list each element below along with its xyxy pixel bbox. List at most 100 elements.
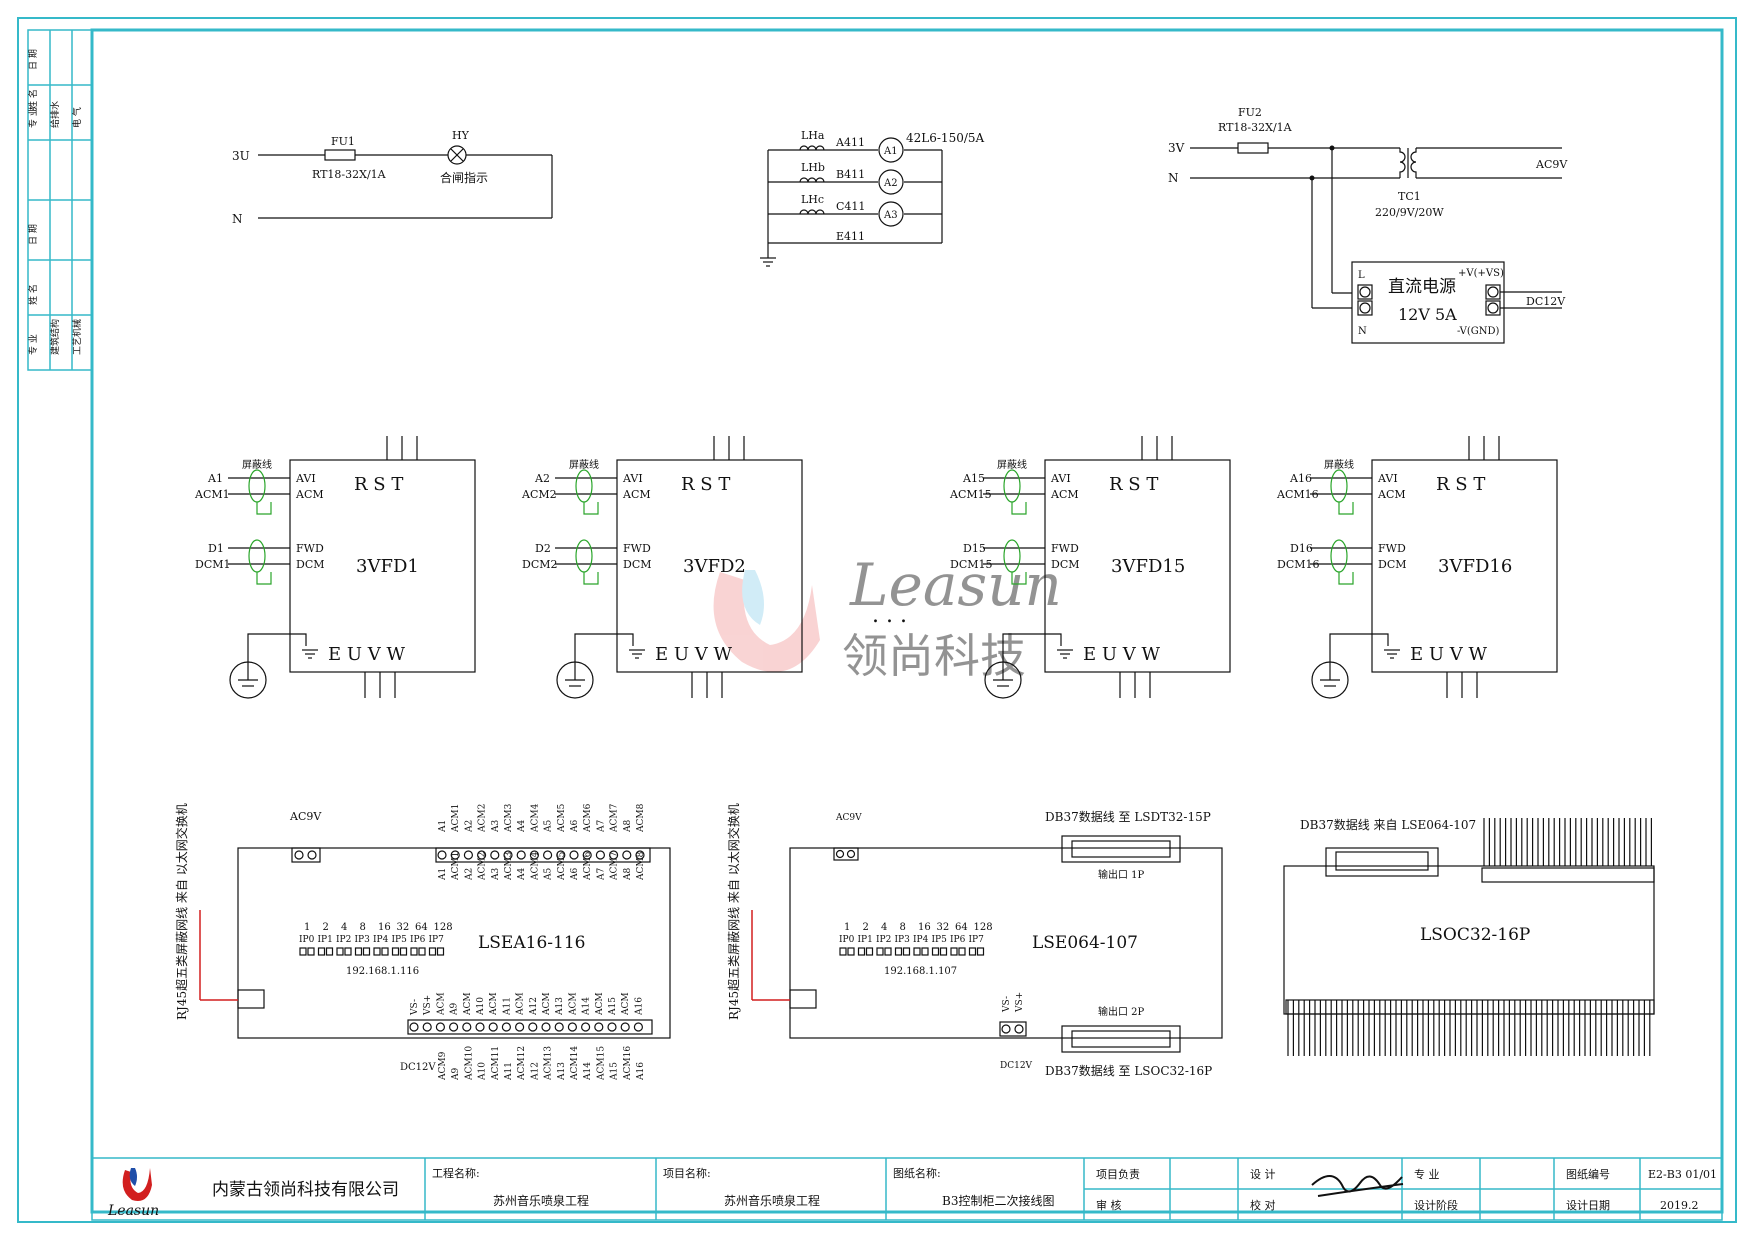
design-label: 设 计 <box>1250 1168 1276 1181</box>
date-label: 设计日期 <box>1566 1199 1610 1212</box>
terminal-fwd: FWD <box>1378 542 1406 555</box>
fuse-fu2-model: RT18-32X/1A <box>1218 121 1293 134</box>
terminal-pin: A16 <box>634 997 644 1016</box>
terminal-pin-ext: A13 <box>557 1062 567 1081</box>
terminal-pin: ACM4 <box>530 803 540 833</box>
db37-connector <box>1061 1025 1181 1053</box>
designer-signature <box>1311 1175 1404 1197</box>
shield-label: 屏蔽线 <box>242 458 272 471</box>
meter-a3: A3 <box>883 210 898 221</box>
rj45-label: RJ45超五类屏蔽网线 来自 以太网交换机 <box>726 803 741 1020</box>
terminal-pin: VS- <box>1002 996 1012 1013</box>
meter-model: 42L6-150/5A <box>906 131 985 145</box>
drawing-name: B3控制柜二次接线图 <box>942 1193 1054 1208</box>
dip-bit-value: 64 <box>415 922 428 933</box>
circuit-meters <box>760 137 943 267</box>
vfd-input-acm: ACM2 <box>521 488 557 501</box>
terminal-pin-ext: ACM9 <box>438 1051 448 1081</box>
dip-bit-value: 4 <box>881 922 887 933</box>
shield-label: 屏蔽线 <box>997 458 1027 471</box>
dip-ip-label: IP3 <box>895 935 911 945</box>
dip-bit-value: 8 <box>900 922 906 933</box>
terminal-euvw: E U V W <box>328 644 405 665</box>
ct-lhb: LHb <box>801 161 825 174</box>
dip-ip-label: IP1 <box>318 935 333 945</box>
terminal-pin: ACM <box>463 992 473 1016</box>
vfd-input-d: D15 <box>963 542 986 555</box>
ground-icon <box>556 661 594 699</box>
module-ip: 192.168.1.116 <box>346 966 419 977</box>
fuse-fu1: FU1 <box>331 135 355 148</box>
drawing-no: E2-B3 01/01 <box>1648 1168 1717 1181</box>
terminal-pin-ext: A12 <box>530 1062 540 1081</box>
terminal-acm: ACM <box>295 488 324 501</box>
terminal-pin: ACM5 <box>557 851 567 881</box>
ac9v-out: AC9V <box>1535 158 1568 171</box>
watermark: Leasun 领尚科技 <box>713 551 1062 683</box>
vfd-input-dcm: DCM1 <box>195 558 231 571</box>
terminal-pin-ext: ACM15 <box>596 1046 606 1081</box>
dip-bit-value: 16 <box>918 922 931 933</box>
terminal-pin: A3 <box>491 820 501 833</box>
vfd-ellipsis: . . . <box>872 603 907 628</box>
neutral-n-left: N <box>232 212 243 226</box>
terminal-pin: A9 <box>450 1003 460 1016</box>
terminal-dcm: DCM <box>296 558 325 571</box>
terminal-pin: A1 <box>438 820 448 833</box>
vfd-box <box>1371 459 1558 673</box>
terminal-pin: ACM7 <box>610 851 620 881</box>
vfd-input-dcm: DCM2 <box>522 558 558 571</box>
terminal-pin: A15 <box>608 997 618 1016</box>
dip-ip-label: IP2 <box>876 935 891 945</box>
vfd-box <box>289 459 476 673</box>
dip-ip-label: IP0 <box>839 935 855 945</box>
neutral-n-right: N <box>1168 171 1179 185</box>
terminal-avi: AVI <box>1377 472 1398 485</box>
db37-top-label: DB37数据线 至 LSDT32-15P <box>1045 809 1211 824</box>
ac9v-label: AC9V <box>289 810 322 823</box>
company-logo: Leasun <box>107 1168 159 1219</box>
dip-ip-label: IP7 <box>429 935 445 945</box>
terminal-pin: A4 <box>517 868 527 881</box>
terminal-pin: A12 <box>529 997 539 1016</box>
psu-title: 直流电源 <box>1388 277 1456 297</box>
terminal-pin: ACM6 <box>583 803 593 833</box>
vfd-input-d: D2 <box>535 542 551 555</box>
dip-ip-label: IP6 <box>950 935 966 945</box>
psu-rating: 12V 5A <box>1398 305 1457 324</box>
output-port-2: 输出口 2P <box>1098 1005 1145 1018</box>
terminal-rst: R S T <box>1109 474 1158 495</box>
terminal-pin: A11 <box>502 997 512 1016</box>
drawing-label: 图纸名称: <box>893 1166 941 1180</box>
terminal-pin: ACM1 <box>451 852 461 881</box>
vfd-input-acm: ACM16 <box>1276 488 1319 501</box>
dip-ip-label: IP5 <box>932 935 948 945</box>
terminal-pin-ext: ACM16 <box>623 1046 633 1081</box>
terminal-pin-ext: ACM12 <box>517 1046 527 1081</box>
transformer-tc1: TC1 <box>1398 190 1421 203</box>
terminal-pin: ACM1 <box>451 804 461 833</box>
terminal-pin: ACM <box>516 992 526 1016</box>
terminal-dcm: DCM <box>623 558 652 571</box>
shield-label: 屏蔽线 <box>1324 458 1354 471</box>
terminal-dcm: DCM <box>1051 558 1080 571</box>
vfd-name: 3VFD2 <box>683 556 746 577</box>
dip-ip-label: IP4 <box>913 935 929 945</box>
inner-frame <box>90 28 1724 1214</box>
terminal-pin-ext: A10 <box>478 1062 488 1081</box>
dip-bit-value: 16 <box>378 922 391 933</box>
terminal-acm: ACM <box>1377 488 1406 501</box>
terminal-euvw: E U V W <box>1083 644 1160 665</box>
terminal-pin: A2 <box>464 868 474 881</box>
psu-neg: -V(GND) <box>1457 326 1500 337</box>
terminal-pin: ACM <box>595 992 605 1016</box>
item-label: 项目名称: <box>663 1166 711 1180</box>
vfd-input-acm: ACM15 <box>949 488 992 501</box>
terminal-pin: ACM8 <box>636 851 646 881</box>
lead-label: 项目负责 <box>1096 1167 1140 1181</box>
